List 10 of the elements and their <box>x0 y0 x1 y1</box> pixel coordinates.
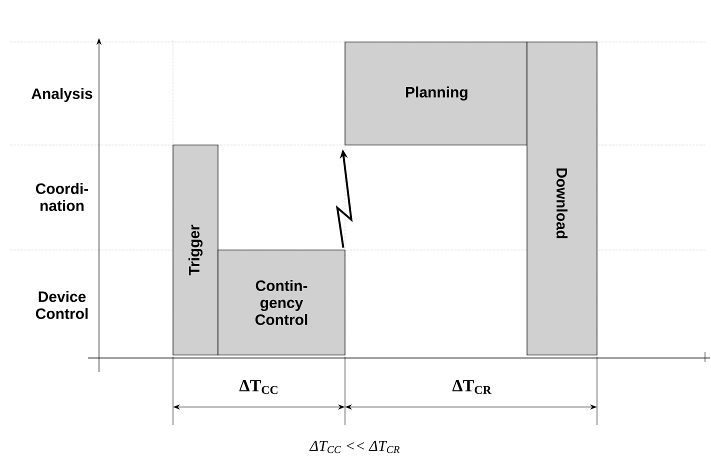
row-label: Coordi- nation <box>36 183 88 211</box>
row-label: Device Control <box>36 291 88 319</box>
process-box: Trigger <box>172 144 218 356</box>
dimension-label: ΔT$_{CC}$ <box>239 380 278 394</box>
caption: ΔT$_{CC}$ << ΔT$_{CR}$ <box>309 440 400 454</box>
dimension-label: ΔT$_{CR}$ <box>452 380 492 394</box>
process-box: Download <box>526 42 598 356</box>
row-label: Analysis <box>32 88 92 102</box>
process-box: Contin- gency Control <box>218 250 346 356</box>
process-box: Planning <box>344 42 528 146</box>
